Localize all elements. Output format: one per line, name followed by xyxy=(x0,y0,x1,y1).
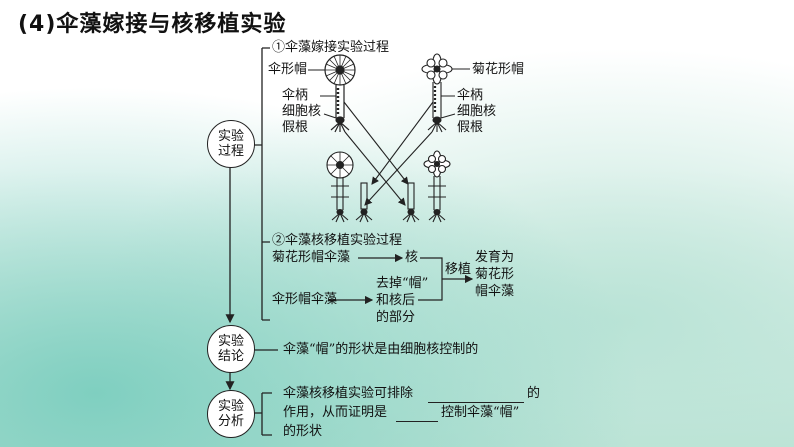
left-nucleus-label: 细胞核 xyxy=(282,104,322,119)
left-cap-label: 伞形帽 xyxy=(268,62,308,77)
transplant-heading: ②伞藻核移植实验过程 xyxy=(272,233,403,248)
graft-heading: ①伞藻嫁接实验过程 xyxy=(272,40,390,55)
transplant-treatment-1: 去掉“帽” xyxy=(376,276,429,291)
transplant-arrow-label: 移植 xyxy=(445,262,472,277)
analysis-line2-before: 作用，从而证明是 xyxy=(283,405,388,420)
stage-analysis-circle: 实验分析 xyxy=(207,390,255,438)
transplant-result-1: 发育为 xyxy=(475,250,515,265)
transplant-treatment-3: 的部分 xyxy=(376,310,416,325)
analysis-blank-1 xyxy=(428,388,524,403)
transplant-result-2: 菊花形 xyxy=(475,267,515,282)
chrysanthemum-cap-alga xyxy=(421,53,453,133)
analysis-line2-after: 控制伞藻“帽” xyxy=(441,405,520,420)
transplant-nucleus: 核 xyxy=(405,250,419,265)
conclusion-text: 伞藻“帽”的形状是由细胞核控制的 xyxy=(283,342,479,357)
right-stalk-label: 伞柄 xyxy=(457,88,484,103)
transplant-treatment-2: 和核后 xyxy=(376,293,416,308)
stage-conclusion-circle: 实验结论 xyxy=(207,325,255,373)
analysis-line1-after: 的 xyxy=(527,386,541,401)
right-rhizoid-label: 假根 xyxy=(457,120,484,135)
transplant-donor: 菊花形帽伞藻 xyxy=(272,250,351,265)
left-stalk-label: 伞柄 xyxy=(282,88,309,103)
transplant-result-3: 帽伞藻 xyxy=(475,284,515,299)
right-nucleus-label: 细胞核 xyxy=(457,104,497,119)
page-title: (4)伞藻嫁接与核移植实验 xyxy=(18,12,287,37)
transplant-recipient: 伞形帽伞藻 xyxy=(272,292,338,307)
stage-process-circle: 实验过程 xyxy=(207,120,255,168)
umbrella-cap-alga xyxy=(324,54,356,133)
analysis-line3: 的形状 xyxy=(283,424,323,439)
left-rhizoid-label: 假根 xyxy=(282,120,309,135)
analysis-blank-2 xyxy=(396,407,438,422)
right-cap-label: 菊花形帽 xyxy=(472,62,525,77)
analysis-line1-before: 伞藻核移植实验可排除 xyxy=(283,386,414,401)
